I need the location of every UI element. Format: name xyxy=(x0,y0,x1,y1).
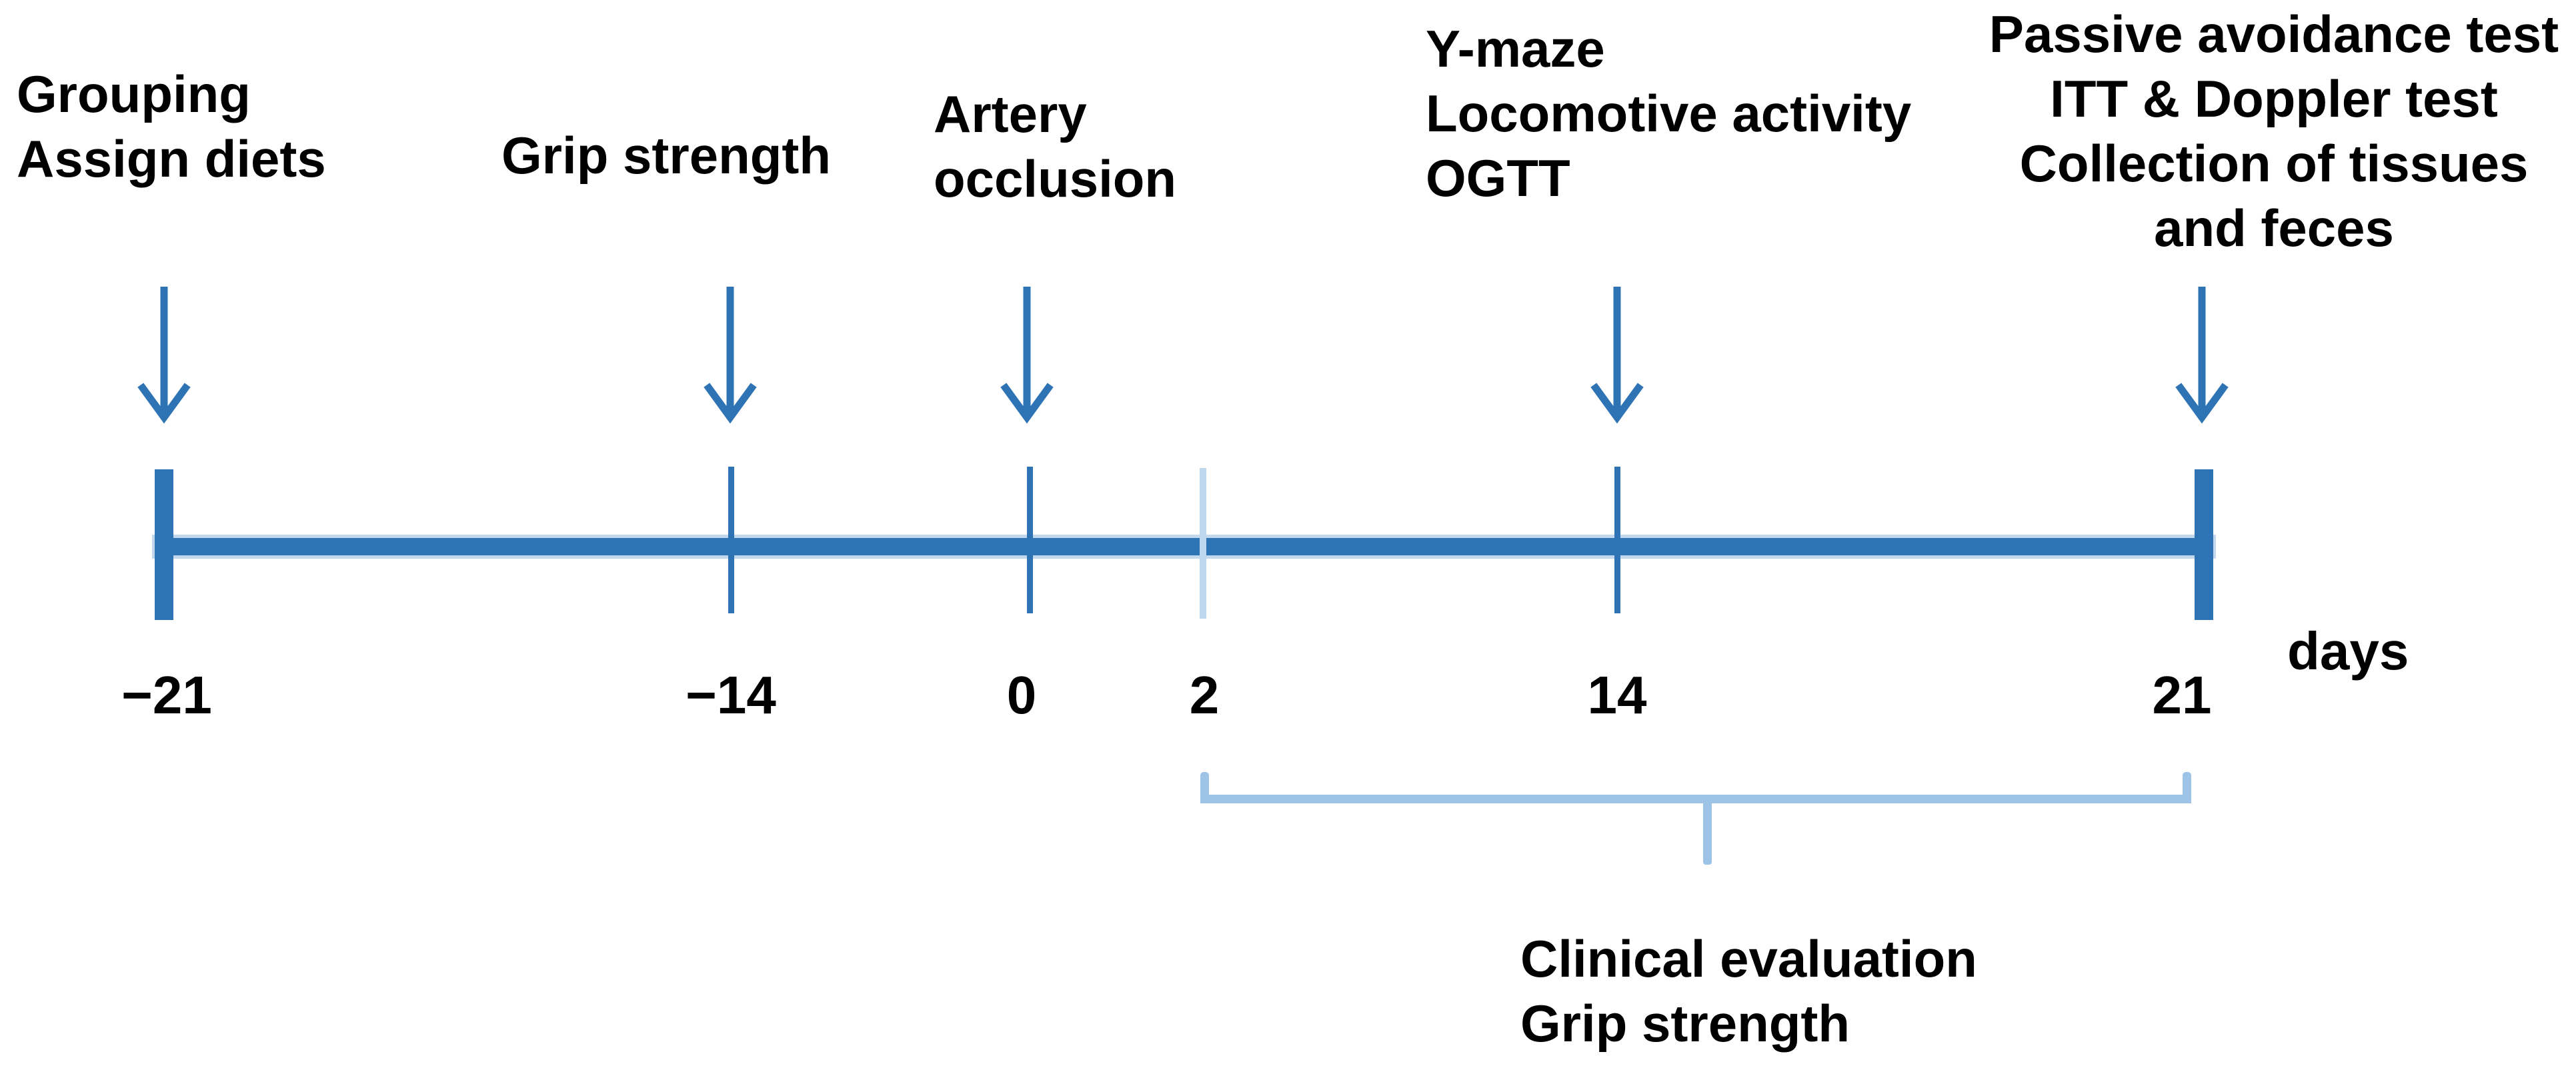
down-arrow-icon xyxy=(1000,287,1054,424)
event-label-behavior-tests: Y-maze Locomotive activity OGTT xyxy=(1426,19,1912,207)
bracket-end-right xyxy=(2183,772,2191,803)
tick-label-21: 21 xyxy=(2152,665,2212,725)
bracket-center-pointer xyxy=(1703,800,1712,865)
bracket-end-left xyxy=(1200,772,1209,803)
tick-label-2: 2 xyxy=(1189,665,1220,725)
bracket-bar xyxy=(1200,795,2191,803)
tick-label-14: 14 xyxy=(1587,665,1647,725)
event-label-artery-occlusion: Artery occlusion xyxy=(934,85,1177,208)
bracket-label-clinical-evaluation: Clinical evaluation Grip strength xyxy=(1520,929,1977,1053)
axis-unit-label: days xyxy=(2287,621,2409,681)
tick-label-minus14: −14 xyxy=(686,665,776,725)
axis-end-cap-left xyxy=(155,469,173,620)
axis-end-cap-right xyxy=(2195,469,2213,620)
tick-day-14 xyxy=(1614,467,1620,613)
timeline-axis-line xyxy=(155,538,2213,555)
event-label-grouping: Grouping Assign diets xyxy=(17,65,326,188)
down-arrow-icon xyxy=(2175,287,2229,424)
down-arrow-icon xyxy=(137,287,191,424)
tick-label-0: 0 xyxy=(1006,665,1037,725)
event-label-grip-strength: Grip strength xyxy=(501,126,832,185)
event-label-terminal-tests: Passive avoidance test ITT & Doppler tes… xyxy=(1989,5,2559,257)
tick-label-minus21: −21 xyxy=(121,665,212,725)
tick-day-2 xyxy=(1200,468,1206,619)
tick-day-minus14 xyxy=(728,467,734,613)
down-arrow-icon xyxy=(704,287,757,424)
down-arrow-icon xyxy=(1590,287,1644,424)
tick-day-0 xyxy=(1027,467,1033,613)
